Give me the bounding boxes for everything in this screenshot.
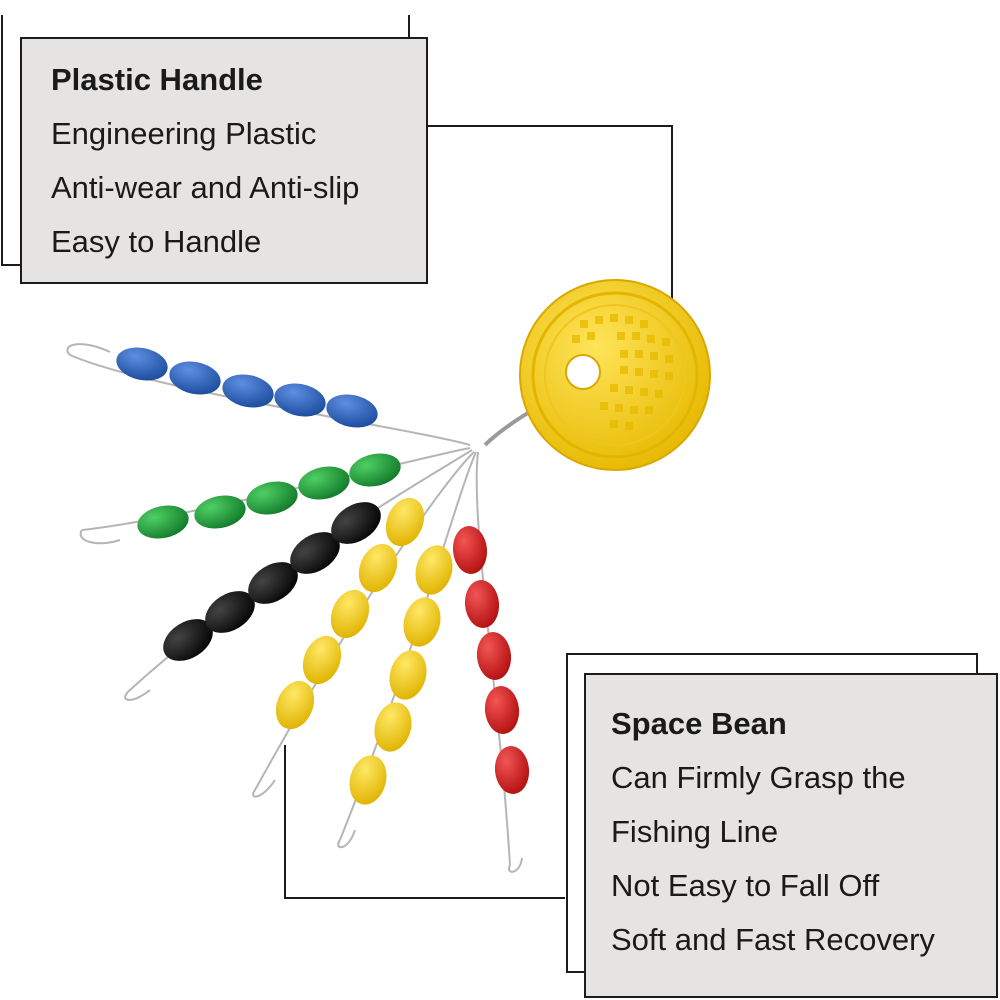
handle-card-line: Anti-wear and Anti-slip: [51, 170, 360, 205]
yellow-bead-strand-1: [275, 497, 425, 730]
bean-card-line: Soft and Fast Recovery: [611, 922, 935, 957]
bean-card-line: Not Easy to Fall Off: [611, 868, 880, 903]
red-bead-strand: [452, 526, 530, 794]
yellow-bead-strand-2: [349, 545, 453, 805]
handle-card-line: Engineering Plastic: [51, 116, 317, 151]
handle-card-line: Easy to Handle: [51, 224, 262, 259]
handle-card-title: Plastic Handle: [51, 62, 263, 97]
blue-bead-strand: [116, 347, 378, 428]
green-bead-strand: [137, 453, 401, 539]
plastic-handle: [519, 279, 711, 471]
black-bead-strand: [163, 502, 381, 661]
bean-connector-line: [284, 745, 565, 899]
space-bean-card: Space Bean Can Firmly Grasp the Fishing …: [584, 673, 998, 998]
bean-card-title: Space Bean: [611, 706, 787, 741]
handle-card-back-frame-left: [1, 15, 20, 266]
handle-connector-line: [428, 125, 673, 300]
bean-card-line: Fishing Line: [611, 814, 779, 849]
plastic-handle-card: Plastic Handle Engineering Plastic Anti-…: [20, 37, 428, 284]
bean-card-line: Can Firmly Grasp the: [611, 760, 906, 795]
